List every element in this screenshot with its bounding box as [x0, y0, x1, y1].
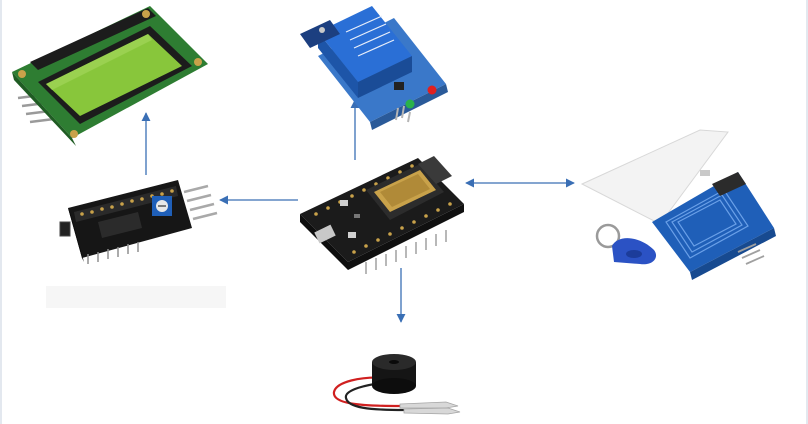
right-edge-line: [806, 0, 808, 424]
relay-module: [300, 6, 448, 130]
i2c-lcd-adapter: [46, 180, 226, 308]
rfid-reader-card-tag: [580, 129, 776, 280]
esp32-dev-board: [300, 156, 464, 274]
lcd-16x2-display: [12, 6, 208, 146]
left-edge-line: [0, 0, 2, 424]
piezo-buzzer: [332, 354, 461, 415]
